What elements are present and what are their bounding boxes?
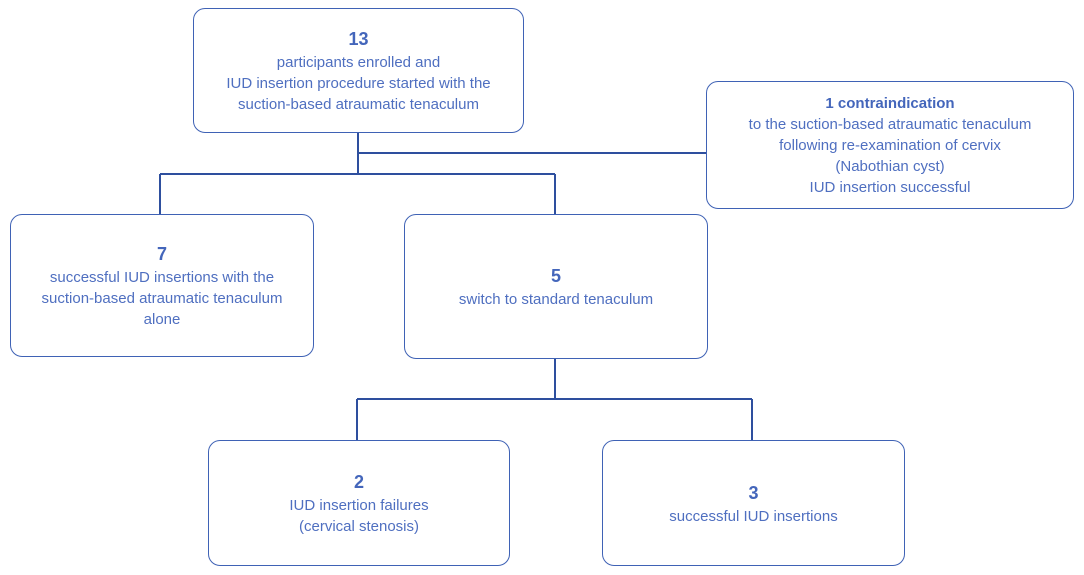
enrolled-line-1: participants enrolled and	[276, 54, 441, 71]
enrolled-count: 13	[348, 29, 369, 49]
successful-alone-line-1: successful IUD insertions with the	[49, 269, 275, 286]
successful-alone-line-3: alone	[143, 311, 181, 328]
successful-count: 3	[748, 482, 759, 503]
successful-line-1: successful IUD insertions	[669, 507, 838, 525]
box-contraindication: 1 contraindication to the suction-based …	[706, 81, 1074, 209]
box-successful-alone: 7 successful IUD insertions with the suc…	[10, 214, 314, 357]
contraindication-line-4: IUD insertion successful	[809, 178, 971, 196]
failures-line-1: IUD insertion failures	[289, 497, 429, 514]
failures-count: 2	[353, 472, 364, 492]
enrolled-line-3: suction-based atraumatic tenaculum	[238, 96, 479, 113]
successful-alone-line-2: suction-based atraumatic tenaculum	[41, 290, 283, 307]
contraindication-heading: 1 contraindication	[825, 94, 955, 112]
box-failures: 2 IUD insertion failures (cervical steno…	[208, 440, 510, 566]
contraindication-line-3: (Nabothian cyst)	[835, 157, 945, 175]
box-enrolled: 13 participants enrolled and IUD inserti…	[193, 8, 524, 133]
box-successful: 3 successful IUD insertions	[602, 440, 905, 566]
contraindication-line-2: following re-examination of cervix	[779, 136, 1001, 154]
failures-line-2: (cervical stenosis)	[298, 518, 420, 535]
enrolled-line-2: IUD insertion procedure started with the	[226, 75, 491, 92]
successful-alone-count: 7	[156, 244, 167, 264]
contraindication-line-1: to the suction-based atraumatic tenaculu…	[748, 115, 1032, 133]
switch-line-1: switch to standard tenaculum	[458, 291, 654, 308]
switch-count: 5	[550, 266, 561, 286]
box-switch: 5 switch to standard tenaculum	[404, 214, 708, 359]
